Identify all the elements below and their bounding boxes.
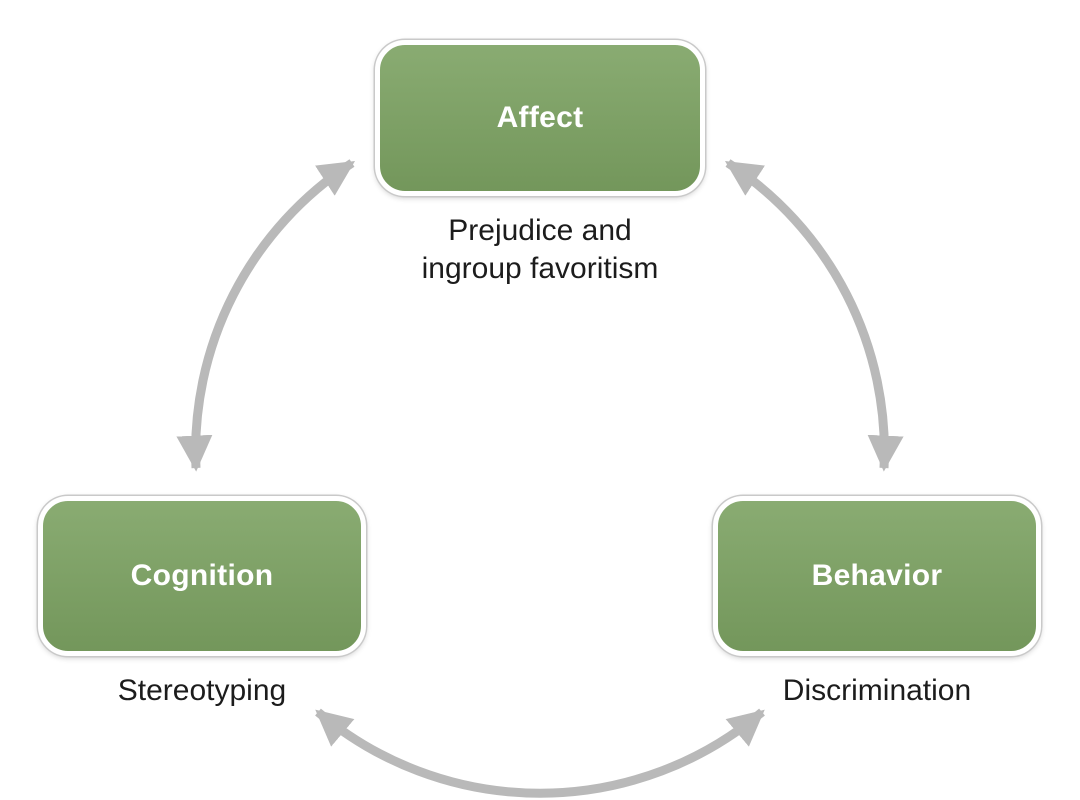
node-behavior: Behavior (713, 496, 1041, 656)
arrow-behavior-cognition (315, 708, 765, 798)
node-cognition: Cognition (38, 496, 366, 656)
node-affect: Affect (375, 40, 705, 196)
node-cognition-sublabel: Stereotyping (117, 674, 287, 707)
node-affect-sublabel: Prejudice and ingroup favoritism (421, 214, 659, 285)
node-behavior-sublabel: Discrimination (782, 674, 972, 707)
node-behavior-label: Behavior (811, 559, 943, 592)
node-affect-label: Affect (496, 101, 584, 134)
arrow-affect-behavior (724, 159, 904, 472)
node-cognition-label: Cognition (130, 559, 274, 592)
arrow-cognition-affect (176, 159, 356, 472)
